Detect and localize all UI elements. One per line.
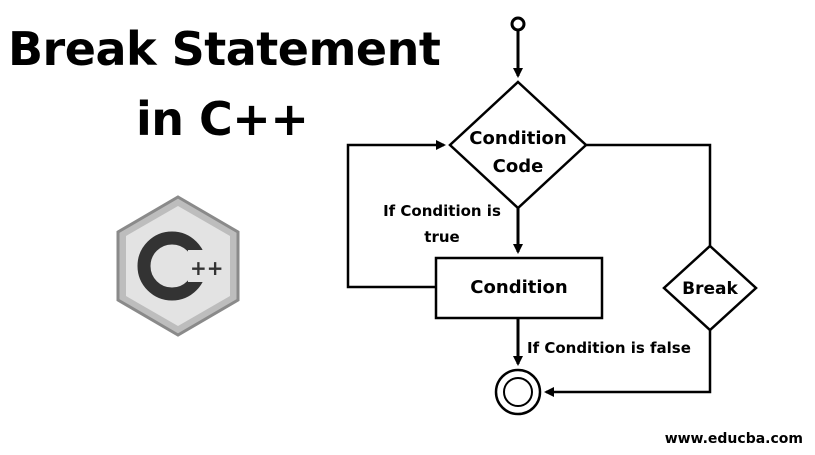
condition-process-box bbox=[434, 256, 604, 320]
arrow-loop-back bbox=[346, 140, 446, 289]
true-label-line1: If Condition is bbox=[383, 202, 501, 220]
footer-website[interactable]: www.educba.com bbox=[664, 431, 803, 447]
start-node bbox=[510, 16, 526, 32]
decision-label-line2: Code bbox=[493, 156, 544, 177]
true-label-line2: true bbox=[424, 228, 459, 246]
process-label: Condition bbox=[470, 277, 567, 298]
end-node-inner bbox=[503, 377, 533, 407]
page-title-line2: in C++ bbox=[136, 92, 309, 146]
connector-decision-to-break bbox=[586, 143, 712, 246]
page-title-line1: Break Statement bbox=[8, 22, 441, 76]
cpp-logo-icon: ++ bbox=[116, 195, 240, 337]
arrow-break-to-end bbox=[544, 330, 712, 397]
break-label: Break bbox=[682, 279, 738, 299]
cpp-logo-suffix: ++ bbox=[190, 256, 224, 280]
decision-label-line1: Condition bbox=[469, 128, 566, 149]
false-label: If Condition is false bbox=[527, 339, 691, 357]
